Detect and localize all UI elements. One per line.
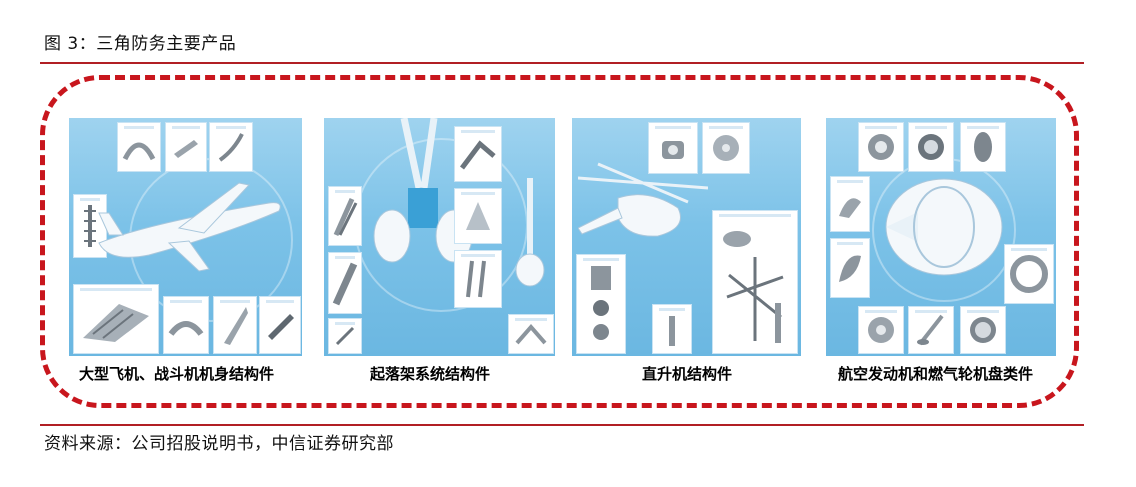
part-thumbnail [908,122,954,172]
bottom-divider [40,424,1084,426]
caption-helicopter-parts: 直升机结构件 [642,365,733,383]
part-thumbnail [830,238,870,298]
part-thumbnail [328,318,362,354]
part-thumbnail [908,306,954,354]
part-thumbnail [712,210,798,354]
caption-engine-discs: 航空发动机和燃气轮机盘类件 [838,365,1034,383]
part-thumbnail [1004,244,1054,304]
airplane-icon [98,182,281,272]
part-thumbnail [960,122,1006,172]
part-thumbnail [648,122,698,174]
caption-airplane-parts: 大型飞机、战斗机机身结构件 [79,365,275,383]
panel-helicopter-image [572,118,801,356]
helicopter-icon [578,162,708,237]
caption-landing-gear-parts: 起落架系统结构件 [370,365,491,383]
part-thumbnail [576,254,626,354]
turbine-engine-icon [885,178,1003,276]
part-thumbnail [454,250,502,308]
part-thumbnail [830,176,870,232]
part-thumbnail [213,296,257,354]
part-thumbnail [163,296,209,354]
top-divider [40,62,1084,64]
part-thumbnail [328,186,362,246]
part-thumbnail [454,188,502,244]
figure-title: 图 3：三角防务主要产品 [44,34,237,54]
part-thumbnail [960,306,1006,354]
part-thumbnail [652,304,692,354]
panel-landing-gear-image [324,118,555,356]
part-thumbnail [858,122,904,172]
part-thumbnail [328,252,362,314]
part-thumbnail [73,284,159,354]
part-thumbnail [259,296,301,354]
panel-airplane-image [69,118,302,356]
part-thumbnail [117,122,161,172]
source-note: 资料来源：公司招股说明书，中信证券研究部 [44,434,394,454]
panel-engine-discs-image [826,118,1056,356]
dashed-highlight-frame [40,75,1079,408]
part-thumbnail [508,314,554,354]
part-thumbnail [702,122,750,174]
part-thumbnail [454,126,502,182]
part-thumbnail [209,122,253,172]
part-thumbnail [858,306,904,354]
part-thumbnail [165,122,207,172]
landing-gear-side-icon [515,178,545,287]
